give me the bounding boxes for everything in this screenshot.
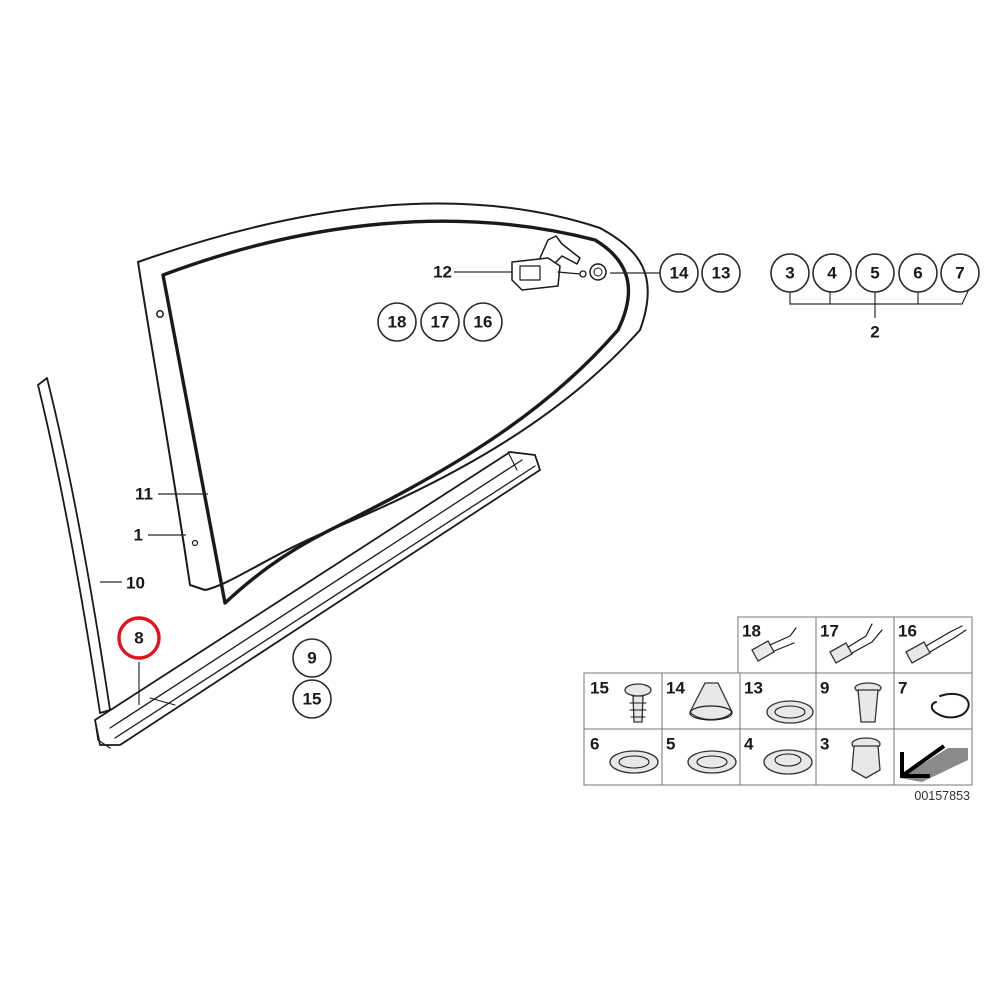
svg-text:7: 7 (898, 679, 907, 698)
svg-text:1: 1 (134, 526, 143, 545)
connector-18-icon (751, 627, 797, 662)
svg-text:3: 3 (785, 264, 794, 283)
grommet-4-icon (763, 749, 813, 775)
svg-text:17: 17 (820, 622, 839, 641)
window-moulding-strip (94, 451, 541, 749)
svg-text:16: 16 (898, 622, 917, 641)
callout-4: 4 (812, 253, 852, 293)
washer-5-icon (687, 750, 737, 774)
svg-text:15: 15 (590, 679, 609, 698)
svg-text:16: 16 (474, 313, 493, 332)
connector-16-icon (905, 625, 967, 664)
clip-15-icon (624, 683, 652, 723)
svg-text:4: 4 (744, 735, 754, 754)
callout-2: 2 (870, 323, 879, 342)
svg-text:12: 12 (433, 263, 452, 282)
callout-9: 9 (292, 638, 332, 678)
callout-8-highlighted: 8 (117, 616, 161, 660)
leader-lines (100, 271, 971, 705)
svg-text:5: 5 (870, 264, 879, 283)
svg-text:15: 15 (303, 690, 322, 709)
diagram-reference-number: 00157853 (914, 789, 970, 803)
callout-10: 10 (126, 574, 145, 593)
svg-text:11: 11 (135, 485, 153, 504)
callout-17: 17 (420, 302, 460, 342)
svg-text:14: 14 (670, 264, 689, 283)
expansion-nut-3-icon (851, 737, 881, 779)
svg-text:2: 2 (870, 323, 879, 342)
callout-13: 13 (701, 253, 741, 293)
svg-text:9: 9 (307, 649, 316, 668)
small-parts-legend: 18 17 16 15 14 13 9 7 6 5 4 3 (583, 616, 973, 803)
svg-text:3: 3 (820, 735, 829, 754)
callout-12: 12 (433, 263, 452, 282)
callout-5: 5 (855, 253, 895, 293)
svg-text:8: 8 (134, 629, 143, 648)
callout-6: 6 (898, 253, 938, 293)
quarter-window-glass (137, 202, 649, 605)
svg-text:18: 18 (742, 622, 761, 641)
callout-15: 15 (292, 679, 332, 719)
callout-1: 1 (134, 526, 143, 545)
callout-16: 16 (463, 302, 503, 342)
retaining-clip-7-icon (930, 692, 970, 719)
callout-7: 7 (940, 253, 980, 293)
direction-arrow-icon (900, 744, 968, 782)
callout-11: 11 (135, 485, 153, 504)
callout-3: 3 (770, 253, 810, 293)
seal-ring-13-icon (766, 700, 814, 724)
window-latch-assembly (511, 235, 607, 291)
svg-text:7: 7 (955, 264, 964, 283)
svg-text:14: 14 (666, 679, 685, 698)
svg-text:6: 6 (590, 735, 599, 754)
svg-text:13: 13 (744, 679, 763, 698)
svg-text:10: 10 (126, 574, 145, 593)
svg-text:6: 6 (913, 264, 922, 283)
svg-text:5: 5 (666, 735, 675, 754)
washer-6-icon (609, 750, 659, 774)
grommet-14-icon (689, 682, 733, 721)
svg-text:13: 13 (712, 264, 731, 283)
callout-18: 18 (377, 302, 417, 342)
svg-text:17: 17 (431, 313, 450, 332)
vertical-seal-strip (37, 377, 111, 714)
connector-17-icon (829, 623, 883, 664)
svg-text:4: 4 (827, 264, 837, 283)
svg-text:9: 9 (820, 679, 829, 698)
spreader-nut-9-icon (854, 682, 882, 723)
svg-text:18: 18 (388, 313, 407, 332)
callout-14: 14 (659, 253, 699, 293)
